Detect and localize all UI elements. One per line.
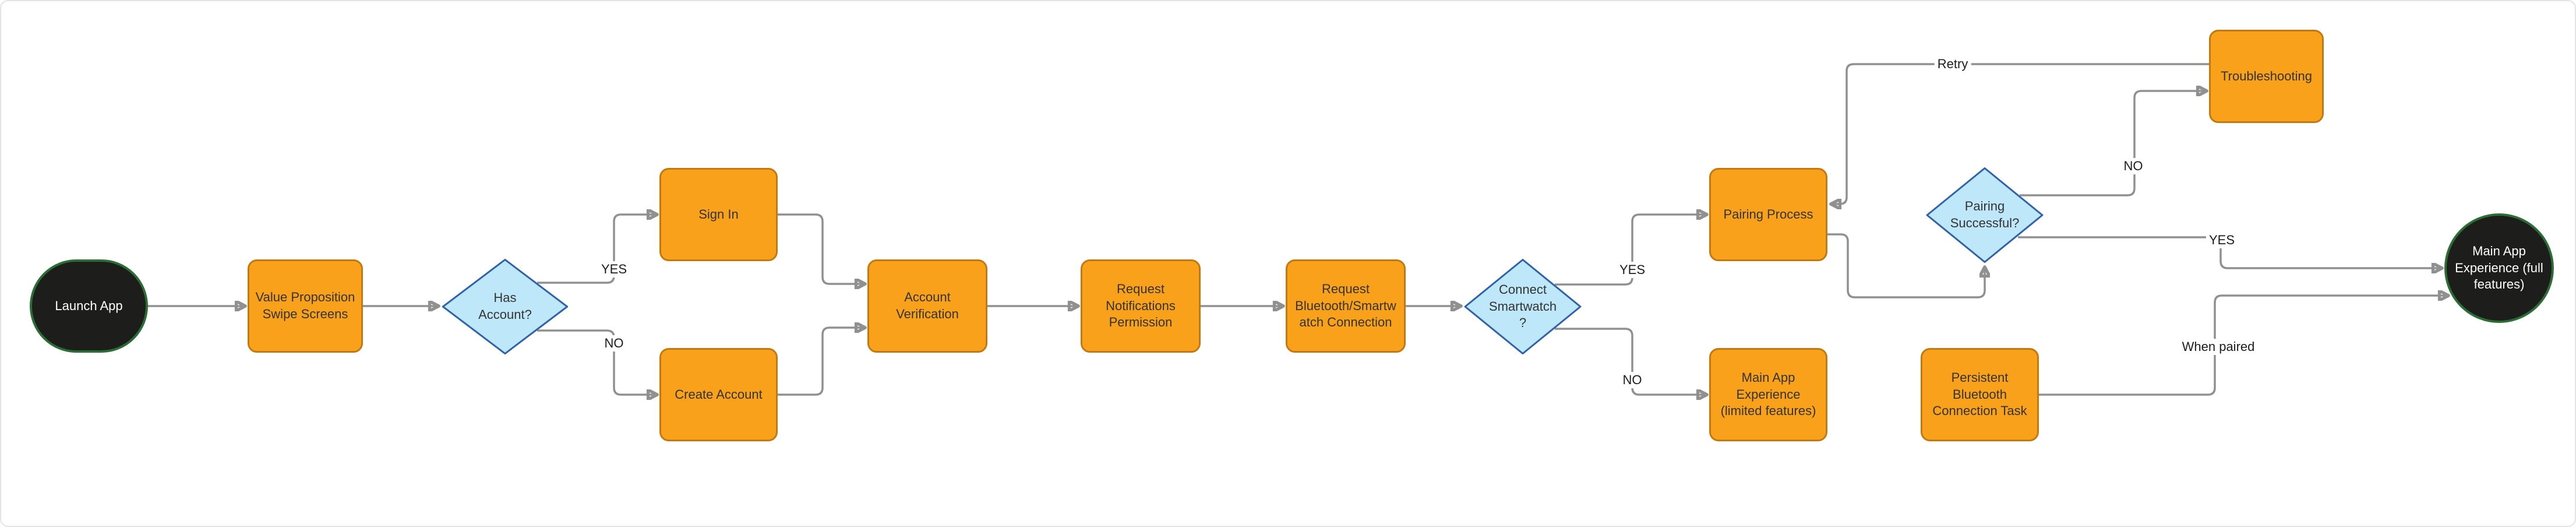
edge-connect-yes-pairing	[1555, 215, 1706, 286]
edge-label-connect-yes: YES	[1616, 262, 1649, 278]
diamond-shape	[441, 258, 569, 355]
node-label-value-proposition: Value Proposition Swipe Screens	[255, 290, 355, 321]
node-label-main-app-full: Main App Experience (full features)	[2455, 244, 2543, 292]
node-request-bluetooth: Request Bluetooth/Smartw atch Connection	[1286, 259, 1406, 353]
node-create-account: Create Account	[659, 348, 778, 441]
edge-successful-no-troubleshooting	[2020, 91, 2206, 196]
edge-pairing-to-successful	[1827, 233, 1985, 298]
node-label-sign-in: Sign In	[698, 206, 739, 222]
diamond-shape	[1463, 258, 1582, 355]
node-label-create-account: Create Account	[675, 387, 763, 402]
diamond-shape	[1925, 167, 2044, 264]
edge-hasaccount-yes-signin	[537, 215, 656, 284]
node-label-connect-smartwatch: Connect Smartwatch ?	[1488, 282, 1557, 331]
edge-label-pairing-yes: YES	[2206, 232, 2238, 248]
node-label-persistent-bluetooth: Persistent Bluetooth Connection Task	[1932, 370, 2027, 419]
edge-label-connect-no: NO	[1619, 372, 1645, 388]
node-label-request-notifications: Request Notifications Permission	[1106, 282, 1176, 330]
node-account-verification: Account Verification	[867, 259, 987, 353]
node-sign-in: Sign In	[659, 168, 778, 261]
edge-createaccount-to-verification	[778, 328, 864, 396]
node-troubleshooting: Troubleshooting	[2209, 30, 2324, 123]
node-label-request-bluetooth: Request Bluetooth/Smartw atch Connection	[1295, 282, 1396, 330]
edge-label-when-paired: When paired	[2179, 339, 2258, 355]
edge-label-retry: Retry	[1934, 56, 1971, 72]
edge-connect-no-limited	[1555, 328, 1706, 395]
edge-label-has-account-no: NO	[601, 335, 627, 352]
node-label-has-account: Has Account?	[478, 290, 532, 322]
node-value-proposition: Value Proposition Swipe Screens	[248, 259, 363, 353]
node-label-account-verification: Account Verification	[896, 290, 959, 321]
edge-signin-to-verification	[778, 213, 864, 284]
node-request-notifications: Request Notifications Permission	[1081, 259, 1201, 353]
node-has-account: Has Account?	[441, 258, 569, 355]
node-launch-app: Launch App	[30, 259, 148, 353]
node-label-main-app-limited: Main App Experience (limited features)	[1720, 370, 1816, 419]
node-label-launch-app: Launch App	[55, 298, 123, 313]
node-label-pairing-successful: Pairing Successful?	[1950, 199, 2020, 230]
node-persistent-bluetooth: Persistent Bluetooth Connection Task	[1921, 348, 2039, 441]
node-label-pairing-process: Pairing Process	[1723, 206, 1813, 222]
node-pairing-process: Pairing Process	[1709, 168, 1827, 261]
edge-label-pairing-no: NO	[2120, 158, 2146, 174]
node-label-troubleshooting: Troubleshooting	[2221, 68, 2312, 83]
edge-hasaccount-no-createaccount	[537, 329, 656, 395]
node-main-app-limited: Main App Experience (limited features)	[1709, 348, 1827, 441]
edge-troubleshooting-retry-pairing	[1832, 63, 2209, 204]
node-main-app-full: Main App Experience (full features)	[2444, 213, 2554, 323]
node-connect-smartwatch: Connect Smartwatch ?	[1463, 258, 1582, 355]
edge-label-has-account-yes: YES	[598, 261, 630, 277]
node-pairing-successful: Pairing Successful?	[1925, 167, 2044, 264]
